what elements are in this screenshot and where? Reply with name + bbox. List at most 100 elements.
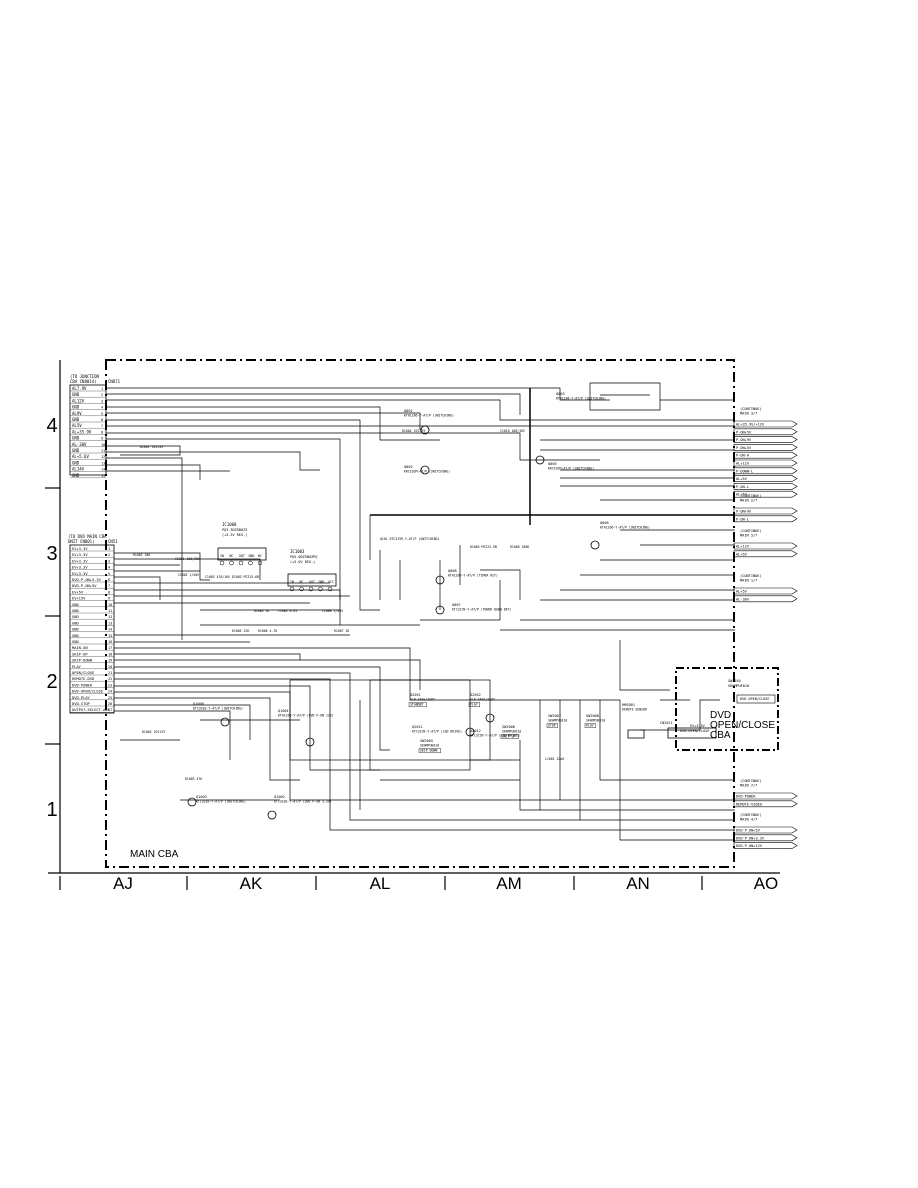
right-connector-signal-label: AL+35.9V/+12V: [736, 423, 765, 427]
right-connector-arrow: [733, 587, 798, 595]
right-connector-caption: MAIN 7/7: [740, 784, 757, 788]
right-connector-arrow: [733, 475, 798, 482]
left-bottom-pin-label: OUTPUT-SELECT-AUX: [72, 708, 111, 712]
component-note: SKHMPUE010: [502, 730, 521, 734]
left-top-pin-number: 14: [101, 468, 105, 472]
right-connector-arrow: [733, 834, 798, 842]
left-bottom-pin-number: 26: [108, 702, 112, 706]
component-note: SLR-3ASG/3S6T: [470, 698, 495, 702]
main-cba-title: MAIN CBA: [130, 849, 179, 860]
right-connector-signal-label: P-DOWN-L: [736, 469, 753, 473]
dvd-cba-title-line-1: DVD: [710, 710, 731, 721]
right-connector-signal-label: P-ON+5V: [736, 446, 752, 450]
left-top-pin-number: 15: [101, 474, 105, 478]
right-connector-arrow: [733, 595, 798, 603]
column-label-am: AM: [496, 874, 522, 893]
right-connector-arrow: [733, 483, 798, 490]
component-badge-box: [584, 723, 597, 728]
component-badge: PLAY: [470, 703, 478, 707]
regulator-pin-terminal: [219, 560, 225, 566]
column-label-an: AN: [626, 874, 650, 893]
left-bottom-pin-number: 19: [108, 659, 112, 663]
right-connector-signal-label: AL+5V: [736, 493, 748, 497]
component-ref: Q2012: [470, 729, 481, 733]
component-ref: Q005: [548, 462, 557, 466]
left-bottom-pin-label: EV+3.3V: [72, 547, 88, 551]
left-bottom-pin-label: DVD-POWER: [72, 683, 93, 687]
part-value-label: R1008 100K: [510, 545, 529, 549]
left-top-pin-number: 1: [101, 387, 103, 391]
main-cba-border: [105, 359, 735, 868]
column-label-row: [48, 872, 780, 890]
left-top-pin-number: 5: [101, 412, 103, 416]
right-connector-signal-label: AL+12V: [736, 545, 750, 549]
part-value-label: Q101 KTC3199-Y-AT/P (SWITCHING): [380, 537, 440, 541]
left-bottom-pin-label: MAIN-ON: [72, 646, 88, 650]
component-note: REMOTE SENSOR: [622, 708, 647, 712]
left-bottom-pin-number: 22: [108, 677, 112, 681]
regulator-pin-terminal: [238, 560, 244, 566]
left-bottom-pin-number: 3: [108, 559, 110, 563]
component-note: KTC3203-Y-AT/P (SWITCHING): [196, 800, 246, 804]
left-bottom-pin-number: 5: [108, 572, 110, 576]
left-bottom-pin-label: EV+15V: [72, 597, 86, 601]
component-ref: Q003: [556, 392, 565, 396]
left-bottom-pin-label: GND: [72, 628, 79, 632]
right-connector-signal-label: P-ON-L: [736, 517, 749, 521]
right-connector-layer: (CONTINUE) MAIN 3/7AL+35.9V/+12V P-ON+5V P-…: [733, 407, 798, 849]
left-top-pin-label: GND: [72, 448, 80, 453]
right-connector-arrow: [733, 550, 798, 558]
right-connector-arrow: [733, 792, 798, 800]
component-note: KTC3199-Y-AT/P (LED DRIVE): [470, 734, 520, 738]
dvd-open-close-cba-border: [675, 667, 779, 751]
component-ref: D2051: [410, 693, 421, 697]
regulator-pin-label: IN: [220, 554, 224, 558]
transistor-q001: [420, 425, 430, 435]
regulator-pin-terminal: [257, 560, 263, 566]
part-value-label: R1006 4.7K: [258, 629, 277, 633]
transistor-q1002: [267, 810, 277, 820]
regulator-pin-label: VCC: [328, 580, 334, 584]
transistor-q008: [435, 605, 445, 615]
component-note: SKHMPUE010: [548, 719, 567, 723]
transistor-q1001: [305, 737, 315, 747]
regulator-pin-label: NC: [230, 554, 234, 558]
left-bottom-pin-number: 1: [108, 547, 110, 551]
right-connector-caption: (CONTINUE): [740, 529, 762, 533]
left-bottom-pin-label: GND: [72, 640, 79, 644]
right-connector-caption: MAIN 3/7: [740, 412, 757, 416]
component-note: KTA1266-Y-AT/P (TIMER RST): [448, 574, 498, 578]
component-badge-box: [546, 723, 559, 728]
right-connector-caption: MAIN 1/7: [740, 579, 757, 583]
part-value-label: D1004 1SS133: [402, 429, 425, 433]
left-bottom-pin-number: 9: [108, 597, 110, 601]
left-top-pin-number: 9: [101, 437, 103, 441]
part-value-label: L1001 22uH: [545, 757, 564, 761]
left-bottom-pin-label: GND: [72, 615, 79, 619]
transistor-q005: [535, 455, 545, 465]
row-label-1: 1: [46, 799, 57, 821]
right-connector-arrow: [733, 490, 798, 498]
left-bottom-pin-number: 17: [108, 646, 112, 650]
part-value-label: R1004 1K: [254, 609, 269, 613]
left-bottom-pin-label: REMOTE-DVD: [72, 677, 94, 681]
regulator-pin-label: OUT: [239, 554, 245, 558]
component-badge-box: [418, 748, 441, 753]
right-connector-caption: MAIN 4/7: [740, 818, 757, 822]
left-bottom-pin-label: DVD-STOP: [72, 702, 91, 706]
left-bottom-pin-label: EV+3.3V: [72, 553, 88, 557]
component-ref: Q2011: [412, 725, 423, 729]
regulator-pin-terminal: [248, 560, 253, 566]
left-bottom-pin-number: 16: [108, 640, 112, 644]
left-bottom-pin-label: PLAY: [72, 665, 82, 669]
left-bottom-pin-number: 2: [108, 553, 110, 557]
left-bottom-caption-2: UNIT CN801): [68, 539, 95, 544]
dvd-board-switch-part: SKHMPUE010: [728, 684, 749, 688]
column-label-al: AL: [370, 874, 391, 893]
right-connector-caption: (CONTINUE): [740, 779, 762, 783]
right-connector-arrow: [733, 467, 798, 475]
component-ref: SW2008: [586, 714, 599, 718]
left-top-pin-number: 4: [101, 406, 103, 410]
